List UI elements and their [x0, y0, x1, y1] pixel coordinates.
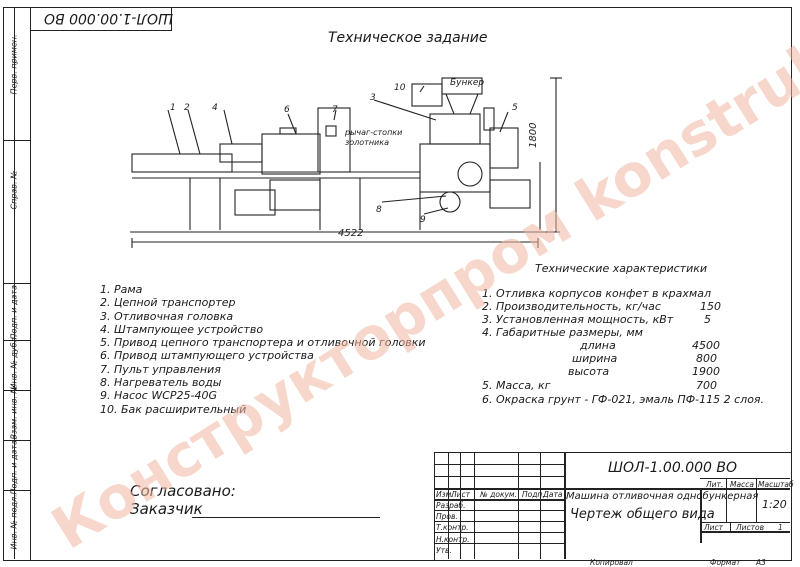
spec-label: длина — [580, 339, 616, 352]
tb-hdr-4: Дата — [543, 490, 563, 499]
callout-3: 3 — [370, 93, 376, 103]
spec-label: ширина — [572, 352, 618, 365]
signature-line — [192, 517, 380, 518]
spec-value: 700 — [696, 379, 717, 392]
spec-label: высота — [568, 365, 610, 378]
tb-col-mass: Масса — [730, 480, 754, 489]
tb-hdr-1: Лист — [451, 490, 471, 499]
tb-col-lit: Лит. — [706, 480, 724, 489]
callout-6: 6 — [284, 105, 290, 115]
title-block — [434, 452, 792, 561]
height-dimension: 1800 — [528, 122, 539, 148]
callout-9: 9 — [420, 215, 426, 225]
tb-role-2: Т.контр. — [436, 523, 469, 532]
length-dimension: 4522 — [338, 228, 364, 239]
spec-label: 4. Габаритные размеры, мм — [482, 326, 643, 339]
tb-format: А3 — [756, 558, 766, 567]
side-stamp-strip — [3, 283, 31, 561]
tb-hdr-3: Подп. — [522, 490, 545, 499]
list-item: 7. Пульт управления — [100, 362, 221, 376]
side-stamp-strip-top — [3, 7, 31, 284]
callout-4: 4 — [212, 103, 218, 113]
callout-10: 10 — [394, 83, 406, 93]
tb-role-4: Н.контр. — [436, 535, 470, 544]
top-stamp-box — [30, 7, 172, 31]
top-stamp-code: ШОЛ-1.00.000 ВО — [44, 10, 173, 26]
spec-value: 800 — [696, 352, 717, 365]
callout-2: 2 — [184, 103, 190, 113]
tb-role-1: Пров. — [436, 512, 458, 521]
tb-role-0: Разраб. — [436, 501, 466, 510]
tb-scale: 1:20 — [762, 498, 787, 511]
tb-col-scale: Масштаб — [758, 480, 794, 489]
spec-label: 1. Отливка корпусов конфет в крахмал — [482, 287, 711, 300]
slide-label: золотника — [345, 138, 389, 147]
tb-copied: Копировал — [590, 558, 633, 567]
list-item: 8. Нагреватель воды — [100, 376, 222, 390]
list-item: 9. Насос WCP25-40G — [100, 389, 218, 403]
list-item: 3. Отливочная головка — [100, 309, 234, 323]
tb-sheets-count: 1 — [778, 523, 783, 532]
spec-label: 2. Производительность, кг/час — [482, 300, 661, 313]
approval-agreed: Согласовано: — [130, 482, 236, 500]
list-item: 1. Рама — [100, 283, 143, 296]
spec-label: 3. Установленная мощность, кВт — [482, 313, 674, 326]
spec-value: 150 — [700, 300, 721, 313]
callout-1: 1 — [170, 103, 176, 113]
list-item: 4. Штампующее устройство — [100, 322, 264, 336]
tb-sheets: Листов — [736, 523, 765, 532]
spec-value: 1900 — [692, 365, 720, 378]
list-item: 6. Привод штампующего устройства — [100, 349, 314, 363]
callout-5: 5 — [512, 103, 518, 113]
tb-code: ШОЛ-1.00.000 ВО — [608, 460, 737, 476]
machine-drawing: 1 2 4 6 7 3 10 5 8 9 — [130, 77, 562, 248]
list-item: 5. Привод цепного транспортера и отливоч… — [100, 336, 426, 350]
tb-sheet: Лист — [704, 523, 724, 532]
callout-8: 8 — [376, 205, 382, 215]
spec-value: 5 — [704, 313, 711, 326]
list-item: 2. Цепной транспортер — [100, 296, 236, 310]
tb-hdr-0: Изм. — [436, 490, 454, 499]
callout-7: 7 — [332, 105, 338, 115]
parts-list: 1. Рама 2. Цепной транспортер 3. Отливоч… — [100, 283, 426, 416]
hopper-label: Бункер — [450, 78, 485, 88]
page-title: Техническое задание — [328, 30, 488, 46]
approval-customer: Заказчик — [130, 500, 203, 518]
tb-hdr-2: № докум. — [480, 490, 517, 499]
tb-name-line2: Чертеж общего вида — [570, 507, 715, 522]
levers-label: рычаг-стопки — [345, 128, 403, 137]
tb-name-line1: Машина отливочная однобункерная — [566, 491, 759, 502]
tb-format-label: Формат — [710, 558, 741, 567]
tb-role-5: Утв. — [436, 546, 452, 555]
spec-label: 6. Окраска грунт - ГФ-021, эмаль ПФ-115 … — [482, 393, 765, 406]
specs-heading: Технические характеристики — [535, 262, 708, 275]
list-item: 10. Бак расширительный — [100, 402, 247, 416]
spec-label: 5. Масса, кг — [482, 379, 551, 392]
spec-value: 4500 — [692, 339, 720, 352]
